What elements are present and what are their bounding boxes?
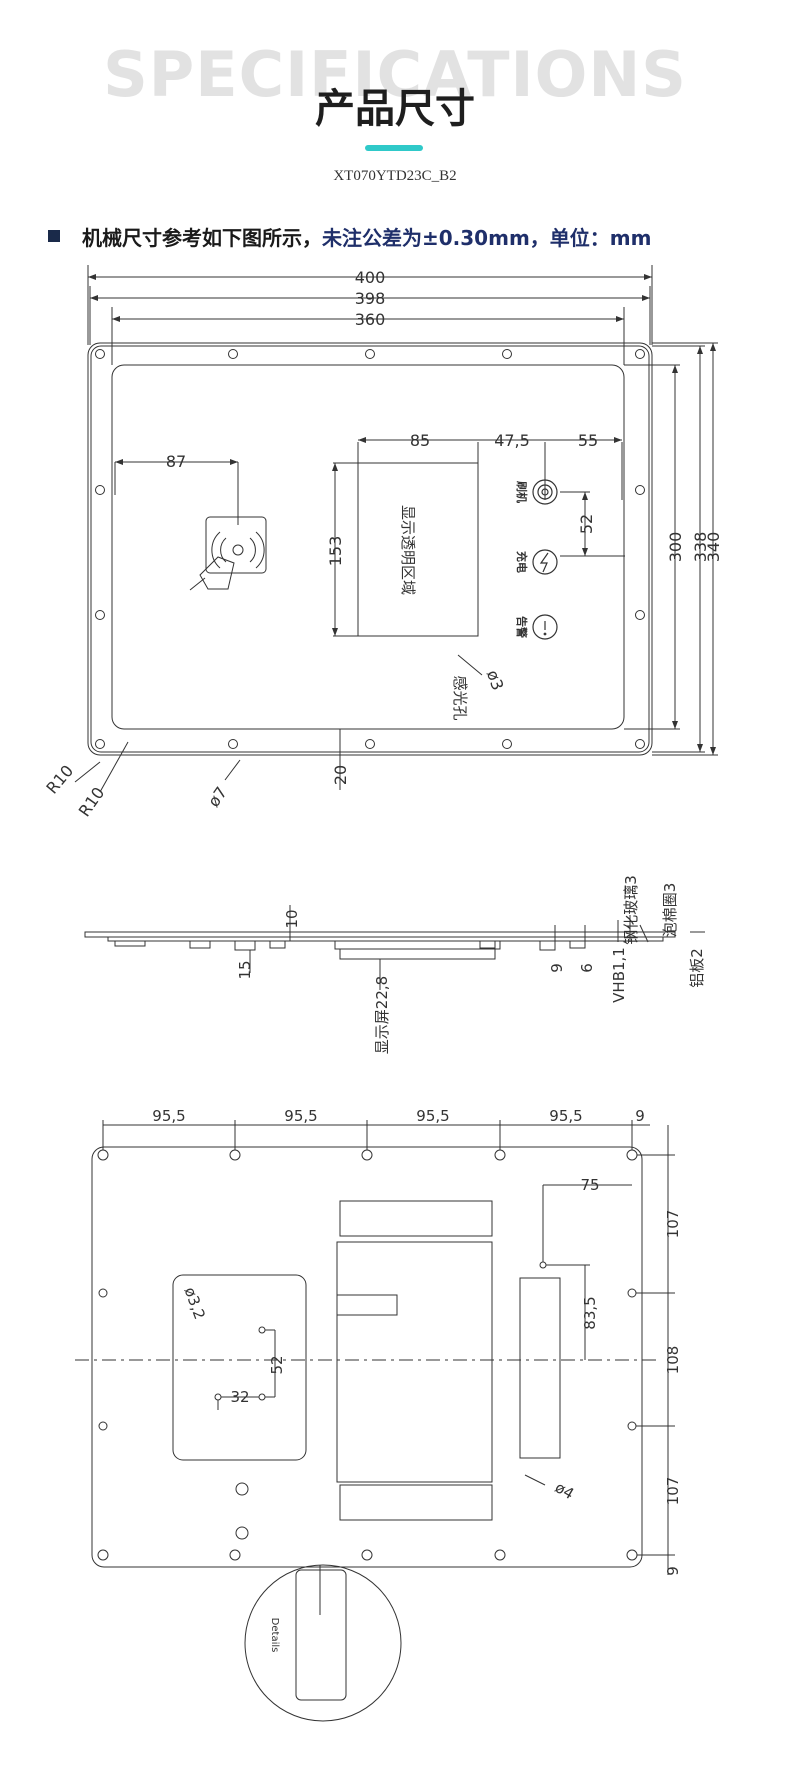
back-dim-pitch-1: 95,5 (152, 1107, 185, 1125)
dim-phi7: ø7 (204, 783, 231, 810)
dim-r10-inner: R10 (75, 784, 109, 821)
dim-153: 153 (326, 536, 345, 567)
side-dim-15: 15 (236, 960, 254, 979)
bullet-square-icon (48, 230, 60, 242)
dim-r10-outer: R10 (42, 761, 77, 797)
button-label-charge: 充电 (515, 551, 529, 573)
back-dim-52: 52 (268, 1355, 286, 1374)
dim-300: 300 (666, 532, 685, 563)
sensor-label: 感光孔 (451, 675, 469, 720)
lightning-icon (532, 549, 558, 575)
dim-phi3: ø3 (483, 667, 508, 692)
back-dim-83-5: 83,5 (581, 1296, 599, 1329)
title-accent-bar (365, 145, 423, 151)
back-dim-phi4: ø4 (552, 1478, 577, 1503)
dim-87: 87 (166, 452, 186, 471)
back-view-drawing: 95,5 95,5 95,5 95,5 9 75 107 83,5 108 10… (75, 1107, 682, 1722)
front-view-drawing: 400 398 360 87 85 47,5 55 153 52 300 338… (42, 265, 723, 820)
back-dim-pitch-2: 95,5 (284, 1107, 317, 1125)
button-label-flash: 刷机 (515, 481, 529, 503)
page-title: 产品尺寸 (315, 86, 475, 132)
note-prefix: 机械尺寸参考如下图所示， (82, 226, 322, 250)
dim-340: 340 (704, 532, 723, 563)
background-title: SPECIFICATIONS (103, 38, 687, 111)
dimension-note: 机械尺寸参考如下图所示，未注公差为±0.30mm，单位：mm (48, 222, 651, 251)
dim-360: 360 (355, 310, 386, 329)
side-dim-9: 9 (548, 963, 566, 973)
detail-label: Details (269, 1618, 280, 1653)
dim-55: 55 (578, 431, 598, 450)
note-tolerance: 未注公差为±0.30mm，单位：mm (322, 226, 652, 250)
window-label: 显示透明区域 (399, 505, 417, 595)
dim-398: 398 (355, 289, 386, 308)
dim-85: 85 (410, 431, 430, 450)
side-view-drawing: 10 15 显示屏22,8 9 6 VHB1,1 钢化玻璃3 泡棉圈3 铝板2 (84, 875, 706, 1054)
dim-338: 338 (691, 532, 710, 563)
back-dim-pitch-3: 95,5 (416, 1107, 449, 1125)
side-dim-vhb: VHB1,1 (610, 947, 628, 1003)
alert-icon (532, 614, 558, 640)
side-dim-6: 6 (578, 963, 596, 973)
dim-20: 20 (331, 765, 350, 785)
model-number: XT070YTD23C_B2 (333, 168, 457, 184)
back-dim-pitch-4: 95,5 (549, 1107, 582, 1125)
dim-52: 52 (577, 514, 596, 534)
side-dim-10: 10 (283, 909, 301, 928)
button-label-alarm: 告警 (515, 616, 529, 638)
back-dim-phi3-2: ø3,2 (181, 1285, 209, 1322)
side-dim-glass: 钢化玻璃3 (622, 875, 640, 945)
back-dim-9-bottom: 9 (664, 1566, 682, 1576)
dim-400: 400 (355, 268, 386, 287)
side-dim-display: 显示屏22,8 (373, 976, 391, 1054)
dim-47-5: 47,5 (494, 431, 530, 450)
back-dim-75: 75 (580, 1176, 599, 1194)
back-dim-107-top: 107 (664, 1210, 682, 1239)
back-dim-107-bottom: 107 (664, 1477, 682, 1506)
side-dim-aluminum: 铝板2 (688, 948, 706, 988)
back-dim-9-top: 9 (635, 1107, 645, 1125)
back-dim-108: 108 (664, 1346, 682, 1375)
back-dim-32: 32 (230, 1388, 249, 1406)
side-dim-foam: 泡棉圈3 (661, 883, 679, 938)
spiral-icon (532, 479, 558, 505)
